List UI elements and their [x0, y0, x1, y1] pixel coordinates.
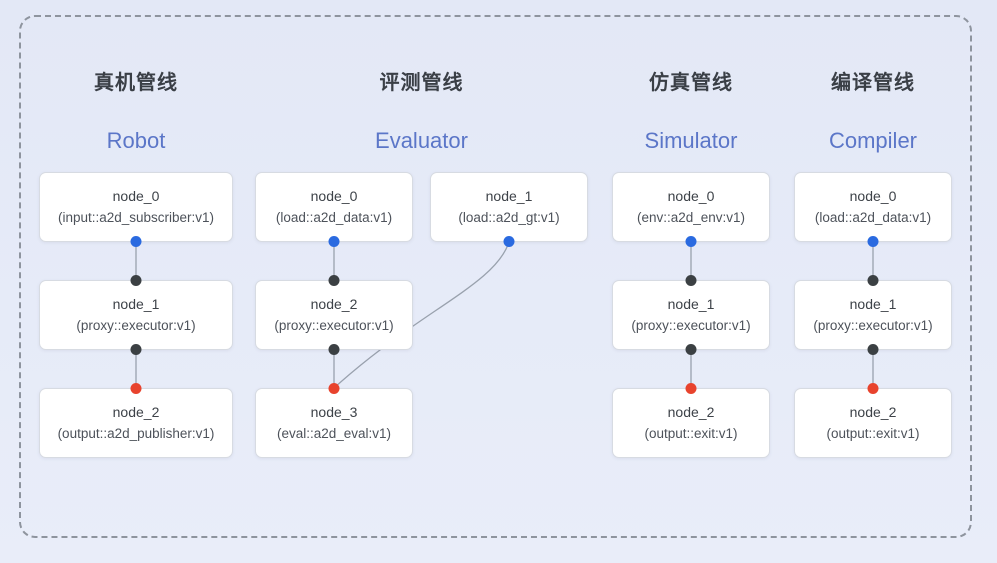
node-title: node_0 [667, 188, 715, 204]
pipeline-title-en-simulator: Simulator [644, 128, 738, 153]
pipeline-title-en-evaluator: Evaluator [375, 128, 468, 153]
pipeline-header-evaluator: 评测管线 Evaluator [255, 66, 588, 154]
input-port-dot[interactable] [685, 383, 697, 394]
node-title: node_2 [667, 404, 715, 420]
node-subtitle: (output::exit:v1) [826, 426, 920, 441]
node-compiler-node_0[interactable]: node_0 (load::a2d_data:v1) [794, 172, 952, 247]
output-port-dot[interactable] [130, 236, 142, 247]
pipeline-title-cn-robot: 真机管线 [94, 72, 178, 94]
node-simulator-node_1[interactable]: node_1 (proxy::executor:v1) [612, 275, 770, 355]
node-subtitle: (proxy::executor:v1) [274, 318, 394, 333]
node-subtitle: (load::a2d_data:v1) [814, 210, 932, 225]
node-evaluator-node_2[interactable]: node_2 (proxy::executor:v1) [255, 275, 413, 355]
node-title: node_0 [849, 188, 897, 204]
output-port-dot[interactable] [503, 236, 515, 247]
dashed-frame [19, 15, 972, 538]
node-title: node_0 [112, 188, 160, 204]
node-title: node_1 [849, 296, 897, 312]
node-subtitle: (input::a2d_subscriber:v1) [57, 210, 215, 225]
node-robot-node_2[interactable]: node_2 (output::a2d_publisher:v1) [39, 383, 233, 458]
node-compiler-node_2[interactable]: node_2 (output::exit:v1) [794, 383, 952, 458]
node-subtitle: (output::exit:v1) [644, 426, 738, 441]
node-title: node_2 [849, 404, 897, 420]
output-port-dot[interactable] [867, 344, 879, 355]
input-port-dot[interactable] [130, 383, 142, 394]
pipeline-header-simulator: 仿真管线 Simulator [612, 66, 770, 154]
node-subtitle: (proxy::executor:v1) [813, 318, 933, 333]
node-evaluator-node_3[interactable]: node_3 (eval::a2d_eval:v1) [255, 383, 413, 458]
node-evaluator-node_1[interactable]: node_1 (load::a2d_gt:v1) [430, 172, 588, 247]
output-port-dot[interactable] [867, 236, 879, 247]
node-compiler-node_1[interactable]: node_1 (proxy::executor:v1) [794, 275, 952, 355]
output-port-dot[interactable] [130, 344, 142, 355]
node-subtitle: (output::a2d_publisher:v1) [57, 426, 215, 441]
node-robot-node_0[interactable]: node_0 (input::a2d_subscriber:v1) [39, 172, 233, 247]
node-robot-node_1[interactable]: node_1 (proxy::executor:v1) [39, 275, 233, 355]
input-port-dot[interactable] [328, 383, 340, 394]
node-title: node_1 [112, 296, 160, 312]
input-port-dot[interactable] [685, 275, 697, 286]
output-port-dot[interactable] [685, 344, 697, 355]
output-port-dot[interactable] [685, 236, 697, 247]
input-port-dot[interactable] [328, 275, 340, 286]
node-subtitle: (eval::a2d_eval:v1) [276, 426, 392, 441]
edge-evaluator-1-3-curve [333, 241, 510, 389]
node-simulator-node_2[interactable]: node_2 (output::exit:v1) [612, 383, 770, 458]
node-subtitle: (env::a2d_env:v1) [636, 210, 746, 225]
output-port-dot[interactable] [328, 344, 340, 355]
node-subtitle: (load::a2d_gt:v1) [458, 210, 560, 225]
node-title: node_2 [310, 296, 358, 312]
input-port-dot[interactable] [867, 383, 879, 394]
pipeline-title-en-compiler: Compiler [828, 128, 918, 153]
pipeline-header-robot: 真机管线 Robot [39, 66, 233, 154]
node-title: node_3 [310, 404, 358, 420]
pipeline-title-en-robot: Robot [106, 128, 166, 153]
node-subtitle: (proxy::executor:v1) [76, 318, 196, 333]
pipeline-title-cn-compiler: 编译管线 [831, 72, 915, 94]
output-port-dot[interactable] [328, 236, 340, 247]
node-simulator-node_0[interactable]: node_0 (env::a2d_env:v1) [612, 172, 770, 247]
node-subtitle: (proxy::executor:v1) [631, 318, 751, 333]
input-port-dot[interactable] [867, 275, 879, 286]
pipeline-header-compiler: 编译管线 Compiler [794, 66, 952, 154]
node-title: node_1 [485, 188, 533, 204]
node-title: node_2 [112, 404, 160, 420]
node-title: node_0 [310, 188, 358, 204]
input-port-dot[interactable] [130, 275, 142, 286]
node-subtitle: (load::a2d_data:v1) [275, 210, 393, 225]
node-evaluator-node_0[interactable]: node_0 (load::a2d_data:v1) [255, 172, 413, 247]
pipeline-title-cn-simulator: 仿真管线 [649, 72, 733, 94]
pipeline-title-cn-evaluator: 评测管线 [379, 72, 464, 94]
node-title: node_1 [667, 296, 715, 312]
